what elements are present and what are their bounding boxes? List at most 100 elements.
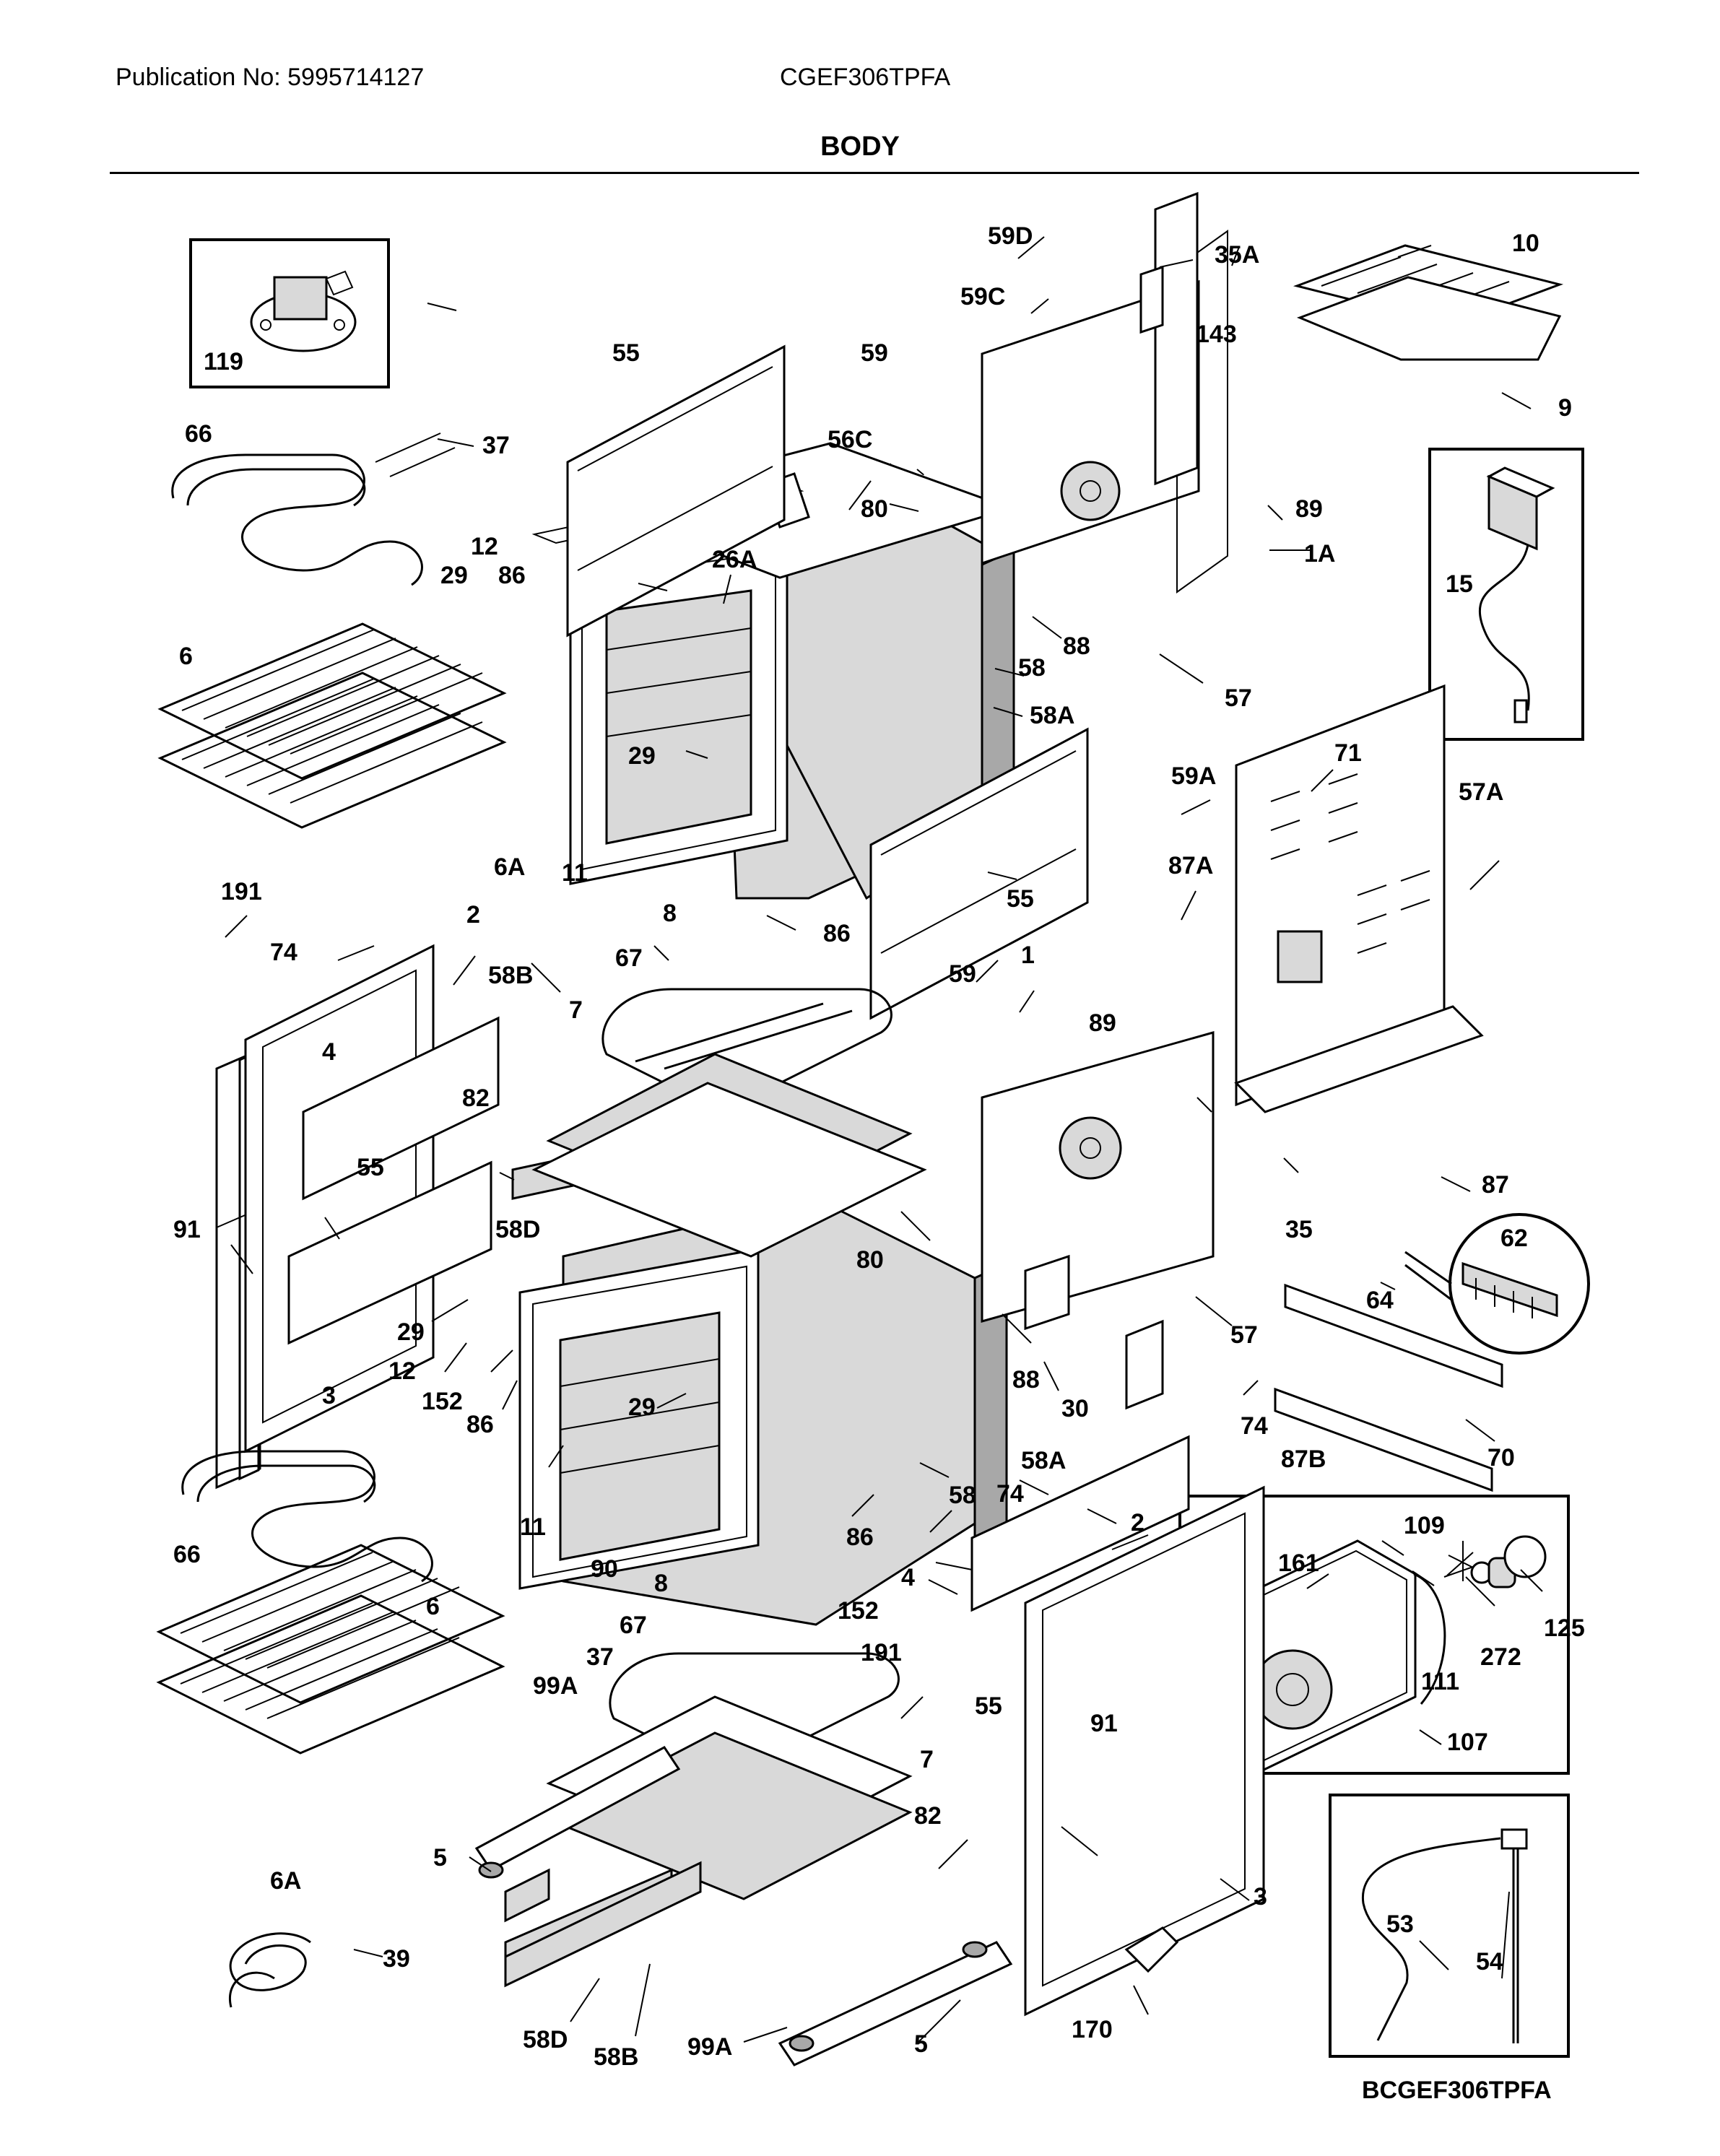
callout-58: 58 [949,1482,976,1509]
callout-89: 89 [1089,1009,1116,1037]
callout-86: 86 [498,562,526,589]
callout-56C: 56C [828,426,872,453]
callout-66: 66 [185,420,212,448]
callout-161: 161 [1278,1549,1319,1577]
convection-back-cover-71 [1234,684,1484,1113]
wire-harness-70 [1024,1254,1503,1492]
callout-57A: 57A [1459,778,1503,806]
callout-62: 62 [1500,1225,1528,1252]
callout-191: 191 [221,878,262,905]
callout-67: 67 [620,1612,647,1639]
callout-58B: 58B [594,2043,638,2071]
callout-80: 80 [861,495,888,523]
callout-37: 37 [482,432,510,459]
callout-170: 170 [1072,2016,1113,2043]
lower-back-panel-1 [981,1031,1215,1323]
inset-sensor-probe [1329,1794,1570,2058]
lower-oven-rack-6 [156,1544,505,1755]
callout-37: 37 [586,1643,614,1671]
leader-lines [225,236,1543,2044]
callout-6: 6 [426,1593,440,1620]
callout-4: 4 [901,1564,915,1591]
callout-86: 86 [823,920,851,947]
callout-71: 71 [1334,739,1362,767]
callout-6A: 6A [494,853,525,881]
upper-oven-rack-6 [157,622,507,829]
callout-58B: 58B [488,962,533,989]
callout-29: 29 [440,562,468,589]
callout-111: 111 [1421,1668,1459,1695]
callout-29: 29 [628,1394,656,1421]
callout-107: 107 [1447,1729,1488,1756]
kick-panel-58D [504,1861,702,1988]
callout-87B: 87B [1281,1446,1326,1473]
callout-9: 9 [1558,394,1572,422]
lower-broil-element-66 [181,1450,433,1583]
power-cord-39 [229,1932,311,2008]
left-side-frame-3 [244,944,500,1453]
callout-109: 109 [1404,1512,1445,1539]
callout-74: 74 [996,1480,1024,1508]
callout-7: 7 [920,1746,934,1773]
callout-2: 2 [1131,1509,1145,1536]
callout-152: 152 [838,1597,879,1625]
callout-272: 272 [1480,1643,1521,1671]
callout-12: 12 [388,1357,416,1385]
callout-29: 29 [397,1318,425,1346]
callout-57: 57 [1225,684,1252,712]
callout-4: 4 [322,1038,336,1066]
callout-26A: 26A [712,546,757,573]
callout-58: 58 [1018,654,1046,682]
callout-74: 74 [1241,1412,1268,1440]
callout-6: 6 [179,643,193,670]
callout-87A: 87A [1168,852,1213,879]
callout-90: 90 [591,1555,618,1583]
callout-55: 55 [975,1692,1002,1720]
callout-54: 54 [1476,1948,1503,1975]
lower-oven-assembly [511,1125,1008,1626]
callout-30: 30 [1061,1395,1089,1422]
callout-8: 8 [654,1570,668,1597]
callout-57: 57 [1230,1321,1258,1349]
inset-control-15 [1428,448,1584,741]
upper-broil-element-66 [171,432,456,586]
callout-5: 5 [914,2030,928,2058]
header-rule [110,172,1639,174]
callout-10: 10 [1512,230,1539,257]
callout-99A: 99A [533,1672,578,1700]
callout-12: 12 [471,533,498,560]
callout-86: 86 [846,1523,874,1551]
callout-87: 87 [1482,1171,1509,1199]
callout-3: 3 [322,1382,336,1409]
callout-6A: 6A [270,1867,301,1895]
upper-oven-bottom-7 [531,1053,927,1258]
upper-oven-side-panel-55-right [869,727,1089,1020]
callout-125: 125 [1544,1614,1585,1642]
right-side-trim-frame-3 [970,1435,1265,2017]
callout-35: 35 [1285,1216,1313,1243]
diagram-id: BCGEF306TPFA [1362,2077,1552,2104]
callout-53: 53 [1386,1911,1414,1938]
callout-55: 55 [612,339,640,367]
upper-oven-side-panel-55 [566,344,786,638]
callout-91: 91 [173,1216,201,1243]
callout-91: 91 [1090,1710,1118,1737]
upper-back-panel-1A [981,191,1228,594]
callout-55: 55 [357,1154,384,1181]
callout-55: 55 [1007,885,1034,913]
leveling-legs-5 [478,1861,988,2052]
inset-thermostat-119 [189,238,390,388]
callout-1A: 1A [1304,540,1335,568]
callout-99A: 99A [687,2033,732,2061]
callout-80: 80 [856,1246,884,1274]
callout-labels: 119 66 37 12 29 86 6 6A 11 55 56C 26A 29… [173,222,1585,2104]
callout-66: 66 [173,1541,201,1568]
callout-8: 8 [663,900,677,927]
callout-59D: 59D [988,222,1033,250]
callout-143: 143 [1196,321,1237,348]
callout-11: 11 [520,1513,546,1541]
bracket-170 [1124,1926,1179,1973]
publication-number: Publication No: 5995714127 [116,64,425,91]
callout-3: 3 [1254,1883,1267,1911]
